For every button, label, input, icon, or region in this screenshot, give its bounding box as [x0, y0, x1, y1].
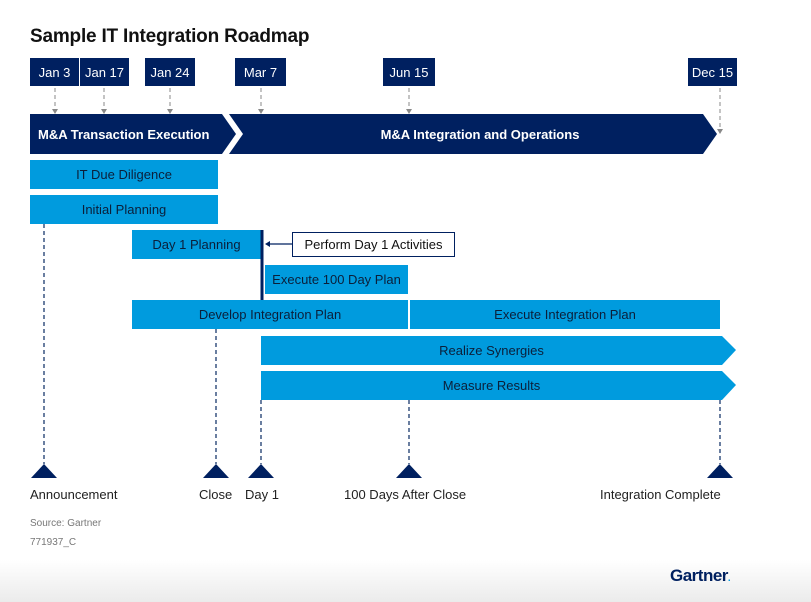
- milestone-announcement: Announcement: [30, 487, 118, 502]
- gartner-logo: Gartner.: [670, 566, 731, 586]
- milestone-integration-complete: Integration Complete: [600, 487, 721, 502]
- bar-realize-synergies: Realize Synergies: [439, 343, 544, 358]
- milestone-triangle-icon: [707, 464, 733, 478]
- page-title: Sample IT Integration Roadmap: [30, 26, 310, 47]
- date-jun-15: Jun 15: [383, 58, 435, 86]
- bar-execute-integration-plan: Execute Integration Plan: [410, 300, 720, 329]
- milestone-triangle-icon: [203, 464, 229, 478]
- milestone-triangle-icon: [396, 464, 422, 478]
- callout-arrowhead-icon: [265, 241, 270, 247]
- source-note: Source: Gartner: [30, 518, 102, 529]
- phase-integration-label: M&A Integration and Operations: [380, 126, 580, 142]
- date-jan-24: Jan 24: [145, 58, 195, 86]
- bar-measure-results: Measure Results: [442, 378, 541, 393]
- bar-execute-100-day-plan: Execute 100 Day Plan: [265, 265, 408, 294]
- milestone-day1: Day 1: [245, 487, 279, 502]
- date-mar-7: Mar 7: [235, 58, 286, 86]
- date-dec-15: Dec 15: [688, 58, 737, 86]
- bar-develop-integration-plan: Develop Integration Plan: [132, 300, 408, 329]
- phase-transaction-label: M&A Transaction Execution: [38, 126, 210, 142]
- milestone-triangle-icon: [31, 464, 57, 478]
- bar-it-due-diligence: IT Due Diligence: [30, 160, 218, 189]
- date-jan-3: Jan 3: [30, 58, 79, 86]
- callout-perform-day1-activities: Perform Day 1 Activities: [292, 232, 455, 257]
- milestone-close: Close: [199, 487, 233, 502]
- milestone-triangle-icon: [248, 464, 274, 478]
- document-id: 771937_C: [30, 537, 77, 548]
- bar-day1-planning: Day 1 Planning: [132, 230, 261, 259]
- footer-background: [0, 560, 811, 602]
- arrowhead-icon: [717, 129, 723, 134]
- milestone-100-days-after-close: 100 Days After Close: [344, 487, 467, 502]
- date-jan-17: Jan 17: [80, 58, 129, 86]
- bar-initial-planning: Initial Planning: [30, 195, 218, 224]
- logo-dot: .: [727, 573, 731, 584]
- logo-text: Gartner: [670, 566, 728, 585]
